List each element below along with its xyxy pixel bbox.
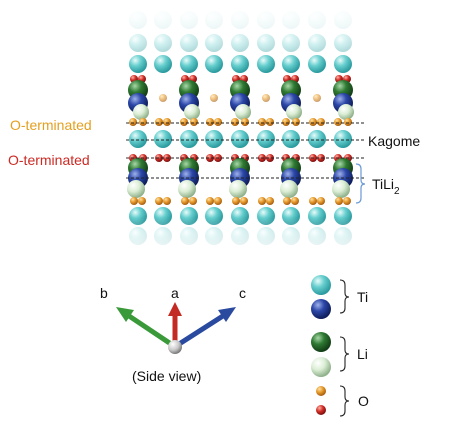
- ti-atom: [129, 130, 147, 148]
- legend: Ti Li O: [311, 275, 369, 417]
- o-atom: [283, 197, 291, 205]
- o-atom: [163, 197, 171, 205]
- legend-ti-light-sphere: [311, 275, 331, 295]
- ti-atom: [308, 130, 326, 148]
- li-atom: [286, 104, 302, 120]
- axis-b-arrow: [124, 311, 176, 349]
- o-terminated-bottom-label: O-terminated: [8, 152, 90, 168]
- o-atom: [343, 197, 351, 205]
- o-atom: [139, 118, 147, 126]
- o-atom: [335, 197, 343, 205]
- o-atom: [309, 118, 317, 126]
- ti-atom: [180, 130, 198, 148]
- o-atom: [155, 118, 163, 126]
- axis-b-arrowhead: [116, 307, 134, 322]
- o-atom: [206, 197, 214, 205]
- tili2-bracket: [355, 163, 366, 204]
- legend-li-label: Li: [357, 346, 368, 362]
- o-atom: [292, 118, 300, 126]
- o-terminated-top-label: O-terminated: [10, 117, 92, 133]
- o-atom: [190, 118, 198, 126]
- o-atom: [241, 118, 249, 126]
- o-atom: [129, 118, 137, 126]
- axis-b-label: b: [100, 285, 108, 301]
- legend-li-bracket: [339, 336, 350, 372]
- o-atom: [266, 197, 274, 205]
- legend-li-light-sphere: [311, 357, 331, 377]
- o-atom: [189, 197, 197, 205]
- ti-atom: [231, 130, 249, 148]
- o-atom: [155, 197, 163, 205]
- tili2-label-base: TiLi: [372, 176, 394, 192]
- o-atom: [180, 118, 188, 126]
- o-atom: [291, 197, 299, 205]
- legend-ti-dark-sphere: [311, 299, 331, 319]
- o-atom: [206, 118, 214, 126]
- o-atom: [210, 94, 218, 102]
- tili2-label: TiLi2: [372, 176, 400, 197]
- ti-atom: [334, 130, 352, 148]
- o-atom: [317, 197, 325, 205]
- o-atom: [163, 118, 171, 126]
- li-atom: [229, 180, 247, 198]
- li-atom: [280, 180, 298, 198]
- o-atom: [266, 154, 274, 162]
- ti-atom: [154, 130, 172, 148]
- o-atom: [181, 197, 189, 205]
- ti-atom: [205, 130, 223, 148]
- legend-o-label: O: [358, 393, 369, 409]
- axis-a-arrowhead: [168, 302, 182, 316]
- axis-a-label: a: [171, 285, 179, 301]
- o-atom: [130, 197, 138, 205]
- li-atom: [332, 180, 350, 198]
- li-atom: [178, 180, 196, 198]
- li-atom: [184, 104, 200, 120]
- o-atom: [313, 94, 321, 102]
- o-atom: [258, 197, 266, 205]
- o-atom: [214, 197, 222, 205]
- o-atom: [258, 118, 266, 126]
- legend-o-red-sphere: [316, 405, 326, 415]
- axis-c-arrowhead: [218, 307, 236, 322]
- o-atom: [334, 118, 342, 126]
- o-atom: [214, 118, 222, 126]
- o-atom: [262, 94, 270, 102]
- li-atom: [127, 180, 145, 198]
- o-atom: [282, 118, 290, 126]
- axes-indicator: a b c (Side view): [100, 285, 246, 384]
- o-atom: [159, 94, 167, 102]
- legend-ti-bracket: [339, 279, 350, 314]
- o-atom: [309, 197, 317, 205]
- top-fade: [120, 0, 360, 62]
- bottom-fade: [120, 218, 360, 258]
- o-atom: [317, 118, 325, 126]
- o-atom: [206, 154, 214, 162]
- legend-o-orange-sphere: [316, 386, 326, 396]
- o-atom: [138, 197, 146, 205]
- legend-ti-label: Ti: [357, 289, 368, 305]
- kagome-label: Kagome: [368, 133, 420, 149]
- tili2-label-subscript: 2: [394, 186, 400, 197]
- o-atom: [240, 197, 248, 205]
- side-view-label: (Side view): [132, 368, 201, 384]
- ti-atom: [282, 130, 300, 148]
- o-atom: [231, 118, 239, 126]
- o-atom: [232, 197, 240, 205]
- o-atom: [266, 118, 274, 126]
- axis-c-arrow: [174, 311, 228, 349]
- o-atom: [344, 118, 352, 126]
- legend-li-dark-sphere: [311, 332, 331, 352]
- li-atom: [235, 104, 251, 120]
- legend-o-bracket: [339, 385, 350, 417]
- axis-c-label: c: [239, 285, 246, 301]
- li-atom: [338, 104, 354, 120]
- li-atom: [133, 104, 149, 120]
- axis-origin-sphere: [168, 340, 182, 354]
- ti-atom: [257, 130, 275, 148]
- dashed-lines: [126, 122, 366, 179]
